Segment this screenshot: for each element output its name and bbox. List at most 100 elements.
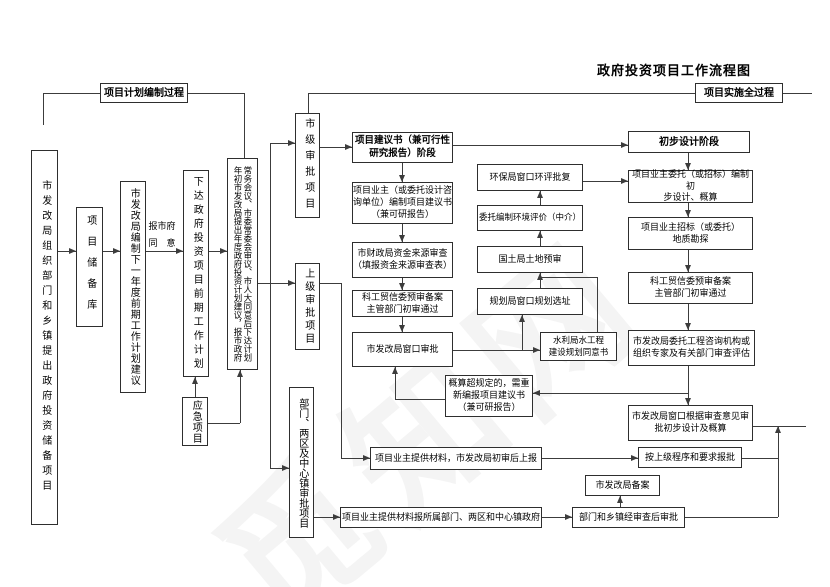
connector-arrowhead: [533, 389, 540, 396]
flow-node-owner-materials-to-depts: 项目业主提供材料报所属部门、两区和中心镇政府: [340, 507, 542, 528]
connector-arrowhead: [398, 235, 405, 242]
flow-node-devreform-window-approval: 市发改局窗口审批: [352, 332, 453, 367]
connector-arrowhead: [621, 177, 628, 184]
connector-line: [521, 315, 523, 350]
flow-node-devreform-expert-review: 市发改局委托工程咨询机构或 组织专家及有关部门审查评估: [628, 330, 755, 366]
connector-line: [194, 377, 196, 397]
connector-line: [685, 516, 778, 518]
flow-node-hdr-impl-process: 项目实施全过程: [695, 83, 783, 103]
connector-line: [539, 191, 541, 205]
connector-arrowhead: [536, 191, 543, 198]
connector-arrowhead: [288, 139, 295, 146]
connector-line: [239, 370, 241, 423]
connector-line: [542, 457, 638, 459]
connector-line: [596, 277, 598, 332]
connector-line: [320, 146, 352, 148]
flow-node-over-estimate-recompile: 概算超规定的，需重 新编报项目建议书 （兼可研报告）: [445, 375, 533, 417]
flow-node-owner-materials-initial-review: 项目业主提供材料，市发改局初审后上报: [370, 447, 542, 470]
connector-line: [188, 92, 244, 94]
flow-node-dept-town-review-approval: 部门和乡镇经审查后审批: [572, 507, 685, 528]
connector-arrowhead: [536, 231, 543, 238]
flow-node-issue-preliminary-work-plan: 下达政府投资项目前期工作计划: [183, 170, 209, 377]
connector-arrowhead: [398, 175, 405, 182]
connector-arrowhead: [398, 283, 405, 290]
connector-line: [146, 250, 183, 252]
flow-node-preliminary-design-header: 初步设计阶段: [628, 131, 750, 153]
connector-line: [742, 457, 778, 459]
connector-line: [401, 163, 403, 182]
connector-arrowhead: [69, 247, 76, 254]
connector-arrowhead: [684, 265, 691, 272]
flow-node-project-reserve-bank: 项目储备库: [76, 207, 103, 327]
connector-arrowhead: [621, 141, 628, 148]
connector-line: [539, 273, 541, 288]
connector-arrowhead: [631, 454, 638, 461]
flow-node-finance-fund-review: 市财政局资金来源审查 （填报资金来源审查表）: [352, 242, 453, 278]
connector-line: [208, 422, 240, 424]
connector-line: [401, 317, 403, 332]
connector-line: [533, 392, 688, 394]
connector-line: [453, 144, 628, 146]
connector-line: [308, 92, 695, 94]
connector-line: [270, 282, 295, 284]
connector-line: [42, 93, 44, 125]
connector-line: [783, 92, 812, 94]
flow-node-report-gov-approval-label: 报市府 同 意: [148, 220, 176, 248]
connector-arrowhead: [333, 513, 340, 520]
connector-arrowhead: [113, 247, 120, 254]
flow-node-owner-compile-proposal: 项目业主（或委托设计咨 询单位）编制项目建议书 （兼可研报告）: [352, 182, 453, 224]
connector-line: [539, 231, 541, 246]
connector-line: [269, 143, 271, 468]
connector-line: [395, 398, 445, 400]
connector-line: [394, 367, 396, 399]
flow-node-devreform-window-design-approval: 市发改局窗口根据审查意见审 批初步设计及概算: [628, 405, 753, 441]
connector-line: [258, 282, 270, 284]
connector-line: [542, 516, 572, 518]
flow-node-column: 常务会议、市委常委会审议、市人大同意后下达计划: [242, 166, 253, 362]
connector-arrowhead: [176, 247, 183, 254]
connector-line: [453, 349, 540, 351]
connector-arrowhead: [518, 315, 525, 322]
connector-line: [341, 457, 370, 459]
connector-line: [687, 153, 689, 170]
connector-arrowhead: [533, 346, 540, 353]
flow-node-land-pre-review: 国土局土地预审: [477, 246, 583, 273]
flow-node-propose-reserve-projects: 市发改局组织部门和乡镇提出政府投资储备项目: [31, 150, 58, 525]
flow-node-city-level-projects: 市级审批项目: [295, 113, 320, 218]
connector-arrowhead: [220, 247, 227, 254]
flow-node-epa-window-approval: 环保局窗口环评批复: [477, 164, 583, 191]
flow-node-planning-window-siting: 规划局窗口规划选址: [477, 288, 583, 315]
connector-arrowhead: [363, 454, 370, 461]
connector-arrowhead: [684, 323, 691, 330]
connector-line: [687, 250, 689, 272]
connector-line: [583, 180, 628, 182]
flow-node-higher-procedure-approval: 按上级程序和要求报批: [638, 447, 742, 468]
connector-line: [777, 426, 779, 517]
connector-line: [314, 516, 340, 518]
connector-line: [687, 366, 689, 405]
connector-line: [209, 250, 227, 252]
connector-line: [307, 93, 309, 113]
connector-line: [270, 142, 295, 144]
connector-arrowhead: [282, 464, 289, 471]
connector-arrowhead: [391, 367, 398, 374]
connector-line: [401, 224, 403, 242]
connector-arrowhead: [774, 426, 781, 433]
flow-node-owner-bid-geological: 项目业主招标（或委托） 地质勘探: [628, 217, 753, 250]
connector-arrowhead: [398, 325, 405, 332]
connector-line: [540, 276, 597, 278]
flow-node-higher-level-projects: 上级审批项目: [295, 263, 320, 350]
connector-arrowhead: [288, 279, 295, 286]
connector-arrowhead: [345, 143, 352, 150]
connector-line: [687, 304, 689, 330]
flow-node-industry-committee-prereview-2: 科工贸信委预审备案 主管部门初审通过: [628, 272, 753, 304]
connector-arrowhead: [191, 377, 198, 384]
connector-line: [43, 92, 100, 94]
flow-node-industry-committee-prereview-1: 科工贸信委预审备案 主管部门初审通过: [352, 290, 453, 317]
flow-node-hdr-plan-process: 项目计划编制过程: [100, 83, 188, 103]
connector-line: [58, 250, 76, 252]
connector-line: [340, 283, 342, 458]
flow-node-dept-district-town-projects: 部门、两区及中心镇审批项目: [289, 387, 314, 538]
connector-arrowhead: [616, 496, 623, 503]
